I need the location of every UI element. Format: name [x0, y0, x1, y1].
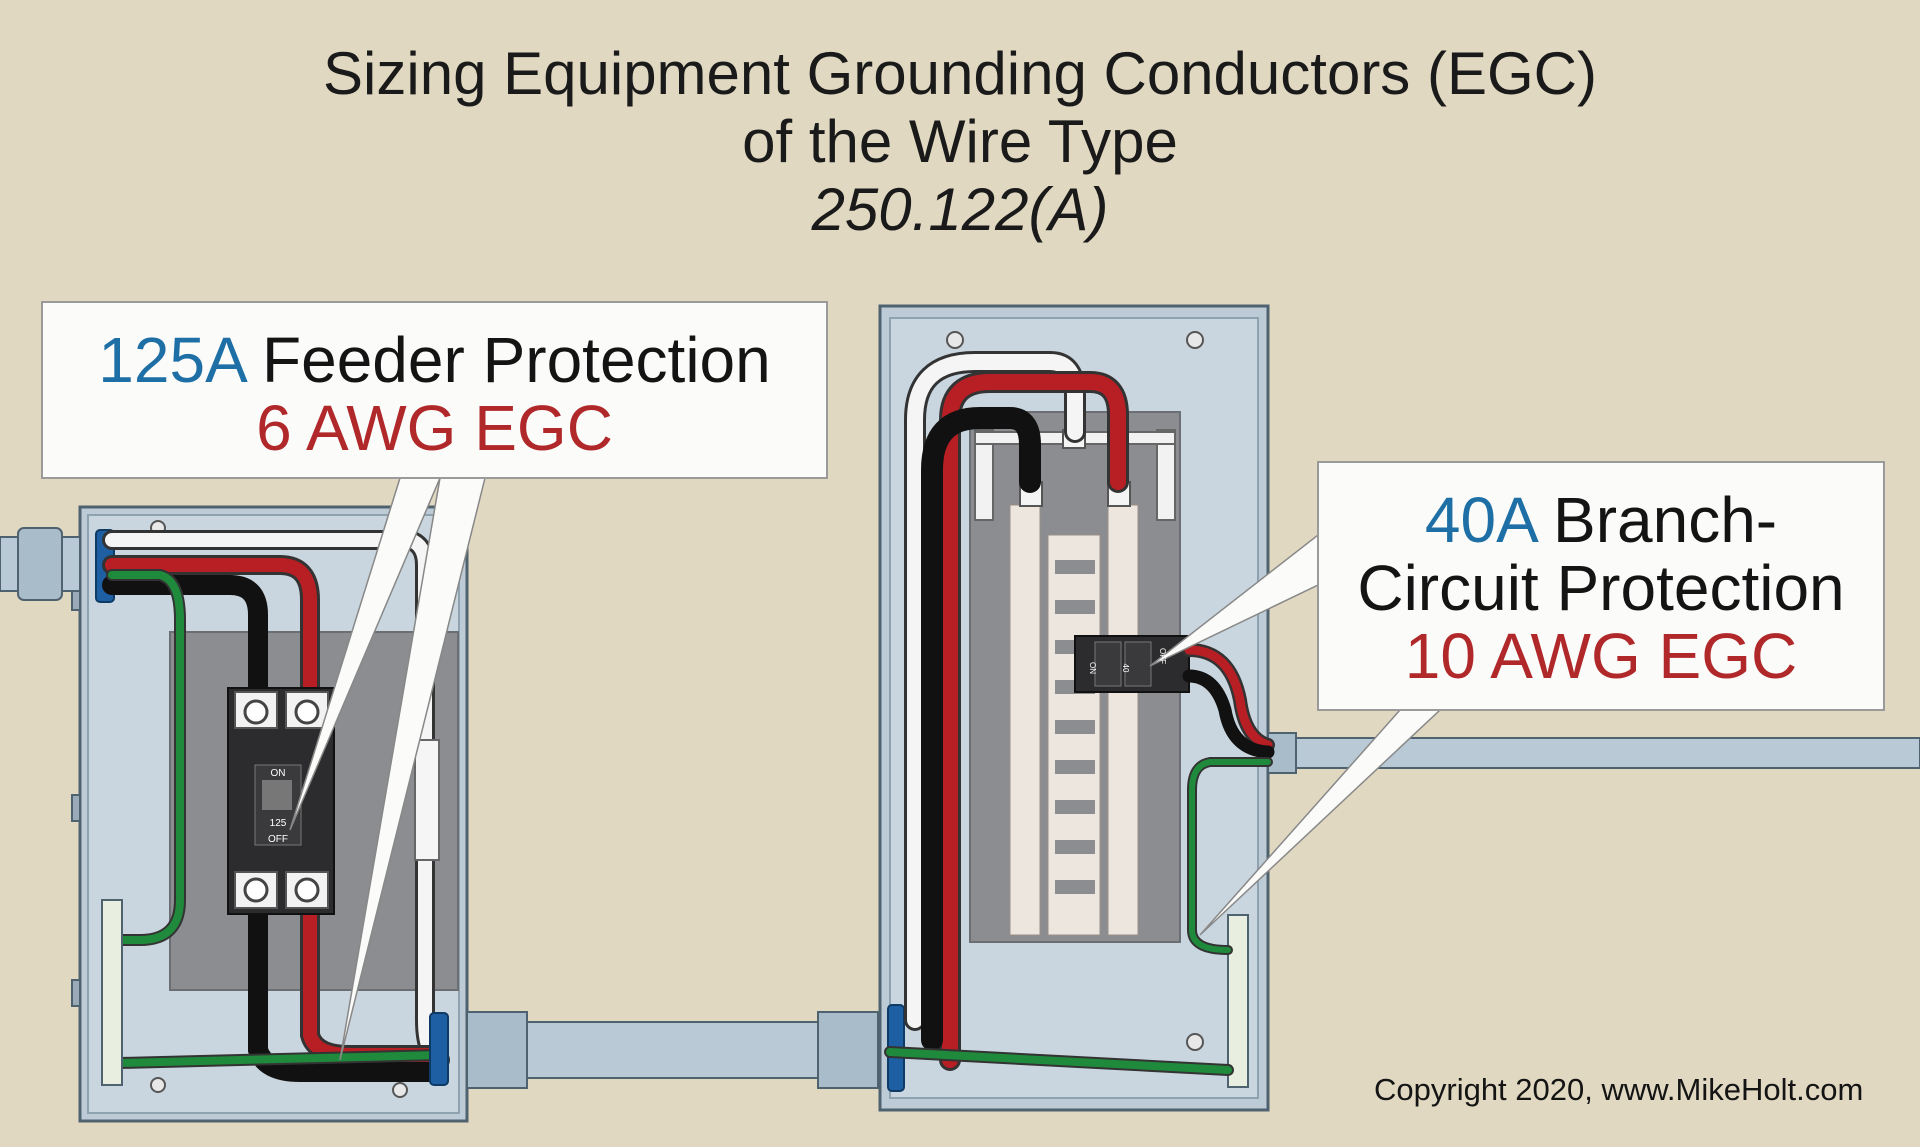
branch-amps: 40A [1424, 484, 1536, 556]
title-line-1: Sizing Equipment Grounding Conductors (E… [323, 40, 1597, 107]
feeder-callout-line-1: 125A Feeder Protection [42, 326, 827, 394]
feeder-callout-box [41, 301, 828, 1061]
title-line-2: of the Wire Type [742, 108, 1178, 175]
branch-breaker-off-label: OFF [1158, 648, 1167, 664]
feeder-breaker-on-label: ON [271, 768, 286, 779]
copyright-notice: Copyright 2020, www.MikeHolt.com [1374, 1072, 1864, 1107]
feeder-amps: 125A [98, 324, 245, 396]
feeder-breaker-rating: 125 [270, 818, 287, 829]
feeder-breaker-off-label: OFF [268, 834, 288, 845]
branch-label-2: Circuit Protection [1357, 552, 1845, 624]
branch-breaker-on-label: ON [1088, 662, 1097, 674]
branch-callout-line-1: 40A Branch- [1318, 486, 1884, 554]
feeder-egc-size: 6 AWG EGC [256, 392, 613, 464]
code-reference: 250.122(A) [811, 176, 1109, 243]
branch-label-1: Branch- [1553, 484, 1778, 556]
branch-breaker-rating: 40 [1121, 664, 1130, 673]
feeder-label: Feeder Protection [262, 324, 771, 396]
branch-egc-size: 10 AWG EGC [1404, 620, 1798, 692]
bushing-icon [429, 1012, 449, 1086]
panelboard-conductors [884, 351, 1275, 1076]
feeder-breaker [227, 687, 335, 915]
branch-breaker [1074, 635, 1190, 693]
connecting-conduit [466, 1011, 879, 1089]
feeder-conduit-in [0, 527, 115, 603]
branch-callout-box [1149, 461, 1885, 936]
